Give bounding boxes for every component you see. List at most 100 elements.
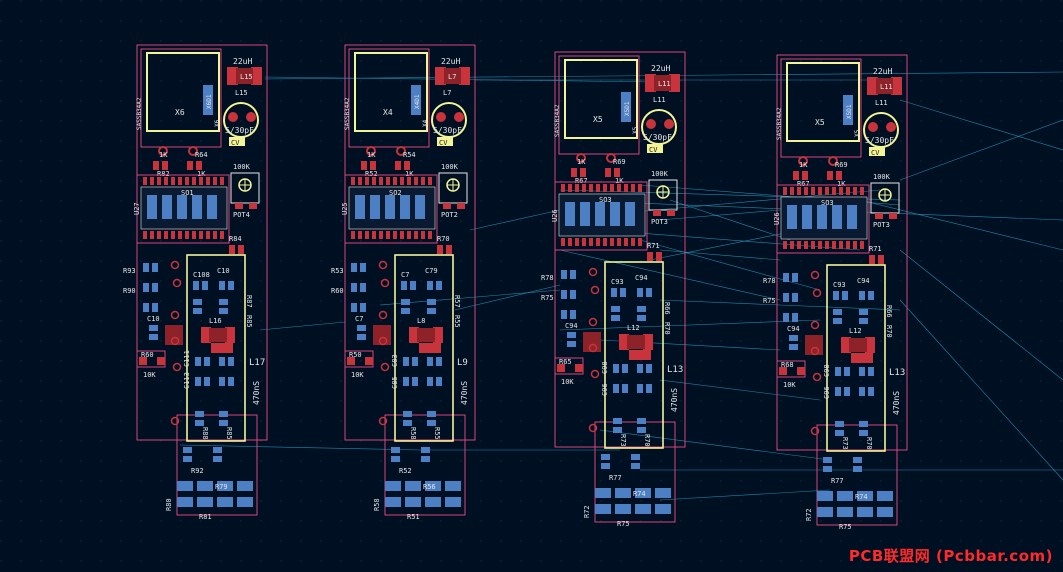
watermark-text: PCB联盟网 (Pcbbar.com) bbox=[848, 547, 1053, 565]
resistor-value: 10K bbox=[783, 381, 796, 389]
smd-pad bbox=[427, 357, 433, 366]
inductor-ref: L11 bbox=[880, 83, 893, 91]
cap-ref: C7 bbox=[355, 315, 363, 323]
ic-pin bbox=[192, 177, 196, 185]
ic-pin bbox=[143, 231, 147, 239]
via bbox=[810, 426, 820, 436]
smd-pad bbox=[835, 387, 841, 396]
smd-pad bbox=[793, 171, 799, 180]
bottom-cap bbox=[787, 205, 797, 229]
smd-pad bbox=[622, 364, 628, 373]
ic-pin bbox=[811, 241, 815, 249]
bottom-cap bbox=[847, 205, 857, 229]
ic-pin bbox=[185, 177, 189, 185]
bottom-cap bbox=[580, 202, 590, 226]
smd-pad bbox=[835, 421, 844, 427]
resistor-ref: R84 bbox=[229, 235, 242, 243]
ic-pin bbox=[407, 231, 411, 239]
smd-pad bbox=[802, 171, 808, 180]
via bbox=[172, 278, 182, 288]
crystal-pin bbox=[188, 146, 198, 156]
smd-pad bbox=[427, 308, 436, 314]
resistor-value: 1K bbox=[615, 177, 624, 185]
ic-pin bbox=[610, 184, 614, 192]
smd-pad bbox=[157, 357, 165, 365]
via bbox=[588, 423, 598, 433]
inductor-body bbox=[444, 68, 461, 84]
crystal-pin bbox=[366, 146, 376, 156]
smd-pad bbox=[836, 171, 842, 180]
via bbox=[812, 288, 822, 298]
part-body bbox=[165, 325, 183, 345]
ic-pin bbox=[797, 187, 801, 195]
ic-pin bbox=[386, 231, 390, 239]
ic-pin bbox=[157, 177, 161, 185]
resistor-ref: R92 bbox=[191, 467, 204, 475]
bottom-part bbox=[197, 497, 213, 507]
smd-pad bbox=[605, 168, 611, 177]
resistor-ref: R66 bbox=[885, 305, 893, 318]
ic-pin bbox=[624, 238, 628, 246]
crystal-ref: X5 bbox=[815, 118, 825, 127]
ic-courtyard bbox=[776, 184, 870, 254]
resistor-ref: R78 bbox=[763, 277, 776, 285]
bottom-part bbox=[877, 491, 893, 501]
bottom-part bbox=[445, 497, 461, 507]
smd-pad bbox=[779, 367, 787, 375]
resistor-ref: R74 bbox=[855, 493, 868, 501]
smd-pad bbox=[187, 161, 193, 170]
smd-pad bbox=[647, 252, 653, 261]
ratsnest-line bbox=[899, 249, 1063, 381]
pot-body bbox=[648, 179, 678, 211]
smd-pad bbox=[401, 308, 410, 314]
crystal-ref: X5 bbox=[593, 115, 603, 124]
smd-pad bbox=[842, 291, 848, 300]
inductor-ref-2: L7 bbox=[443, 89, 451, 97]
smd-pad bbox=[571, 168, 577, 177]
bottom-part bbox=[817, 507, 833, 517]
ic-pin bbox=[178, 177, 182, 185]
smd-pad bbox=[435, 67, 446, 85]
crystal-courtyard bbox=[140, 48, 222, 148]
resistor-ref: R74 bbox=[633, 490, 646, 498]
resistor-ref: R87 bbox=[245, 295, 253, 308]
resistor-ref: R93 bbox=[123, 267, 136, 275]
ic-pin bbox=[624, 184, 628, 192]
bottom-part bbox=[445, 481, 461, 491]
smd-pad bbox=[152, 283, 158, 292]
ic-part: SO1 bbox=[181, 189, 194, 197]
smd-pad bbox=[637, 384, 643, 393]
smd-pad bbox=[421, 456, 430, 462]
trimmer-tag-bg bbox=[869, 147, 885, 156]
via bbox=[170, 416, 180, 426]
smd-pad bbox=[195, 420, 204, 426]
smd-pad bbox=[228, 281, 234, 290]
resistor-ref: R73 bbox=[841, 437, 849, 450]
ic-part: SO3 bbox=[599, 196, 612, 204]
ic-pin bbox=[860, 241, 864, 249]
ratsnest-line bbox=[599, 429, 831, 461]
inductor-body bbox=[417, 328, 435, 342]
smd-pad bbox=[351, 263, 357, 272]
bottom-part bbox=[843, 95, 853, 125]
cap-ref: C111 bbox=[183, 350, 191, 367]
trimmer-pad bbox=[868, 122, 878, 132]
smd-pad bbox=[403, 377, 409, 386]
bottom-part bbox=[615, 504, 631, 514]
ic-pin bbox=[596, 238, 600, 246]
smd-pad bbox=[238, 245, 244, 254]
smd-pad bbox=[653, 210, 661, 216]
part-ref: X4D1 bbox=[414, 94, 421, 109]
smd-pad bbox=[792, 273, 798, 282]
resistor-ref: R85 bbox=[225, 427, 233, 440]
ic-pin bbox=[351, 177, 355, 185]
ic-pin bbox=[400, 231, 404, 239]
smd-pad bbox=[859, 309, 868, 315]
smd-pad bbox=[643, 334, 653, 350]
ic-pin bbox=[393, 177, 397, 185]
